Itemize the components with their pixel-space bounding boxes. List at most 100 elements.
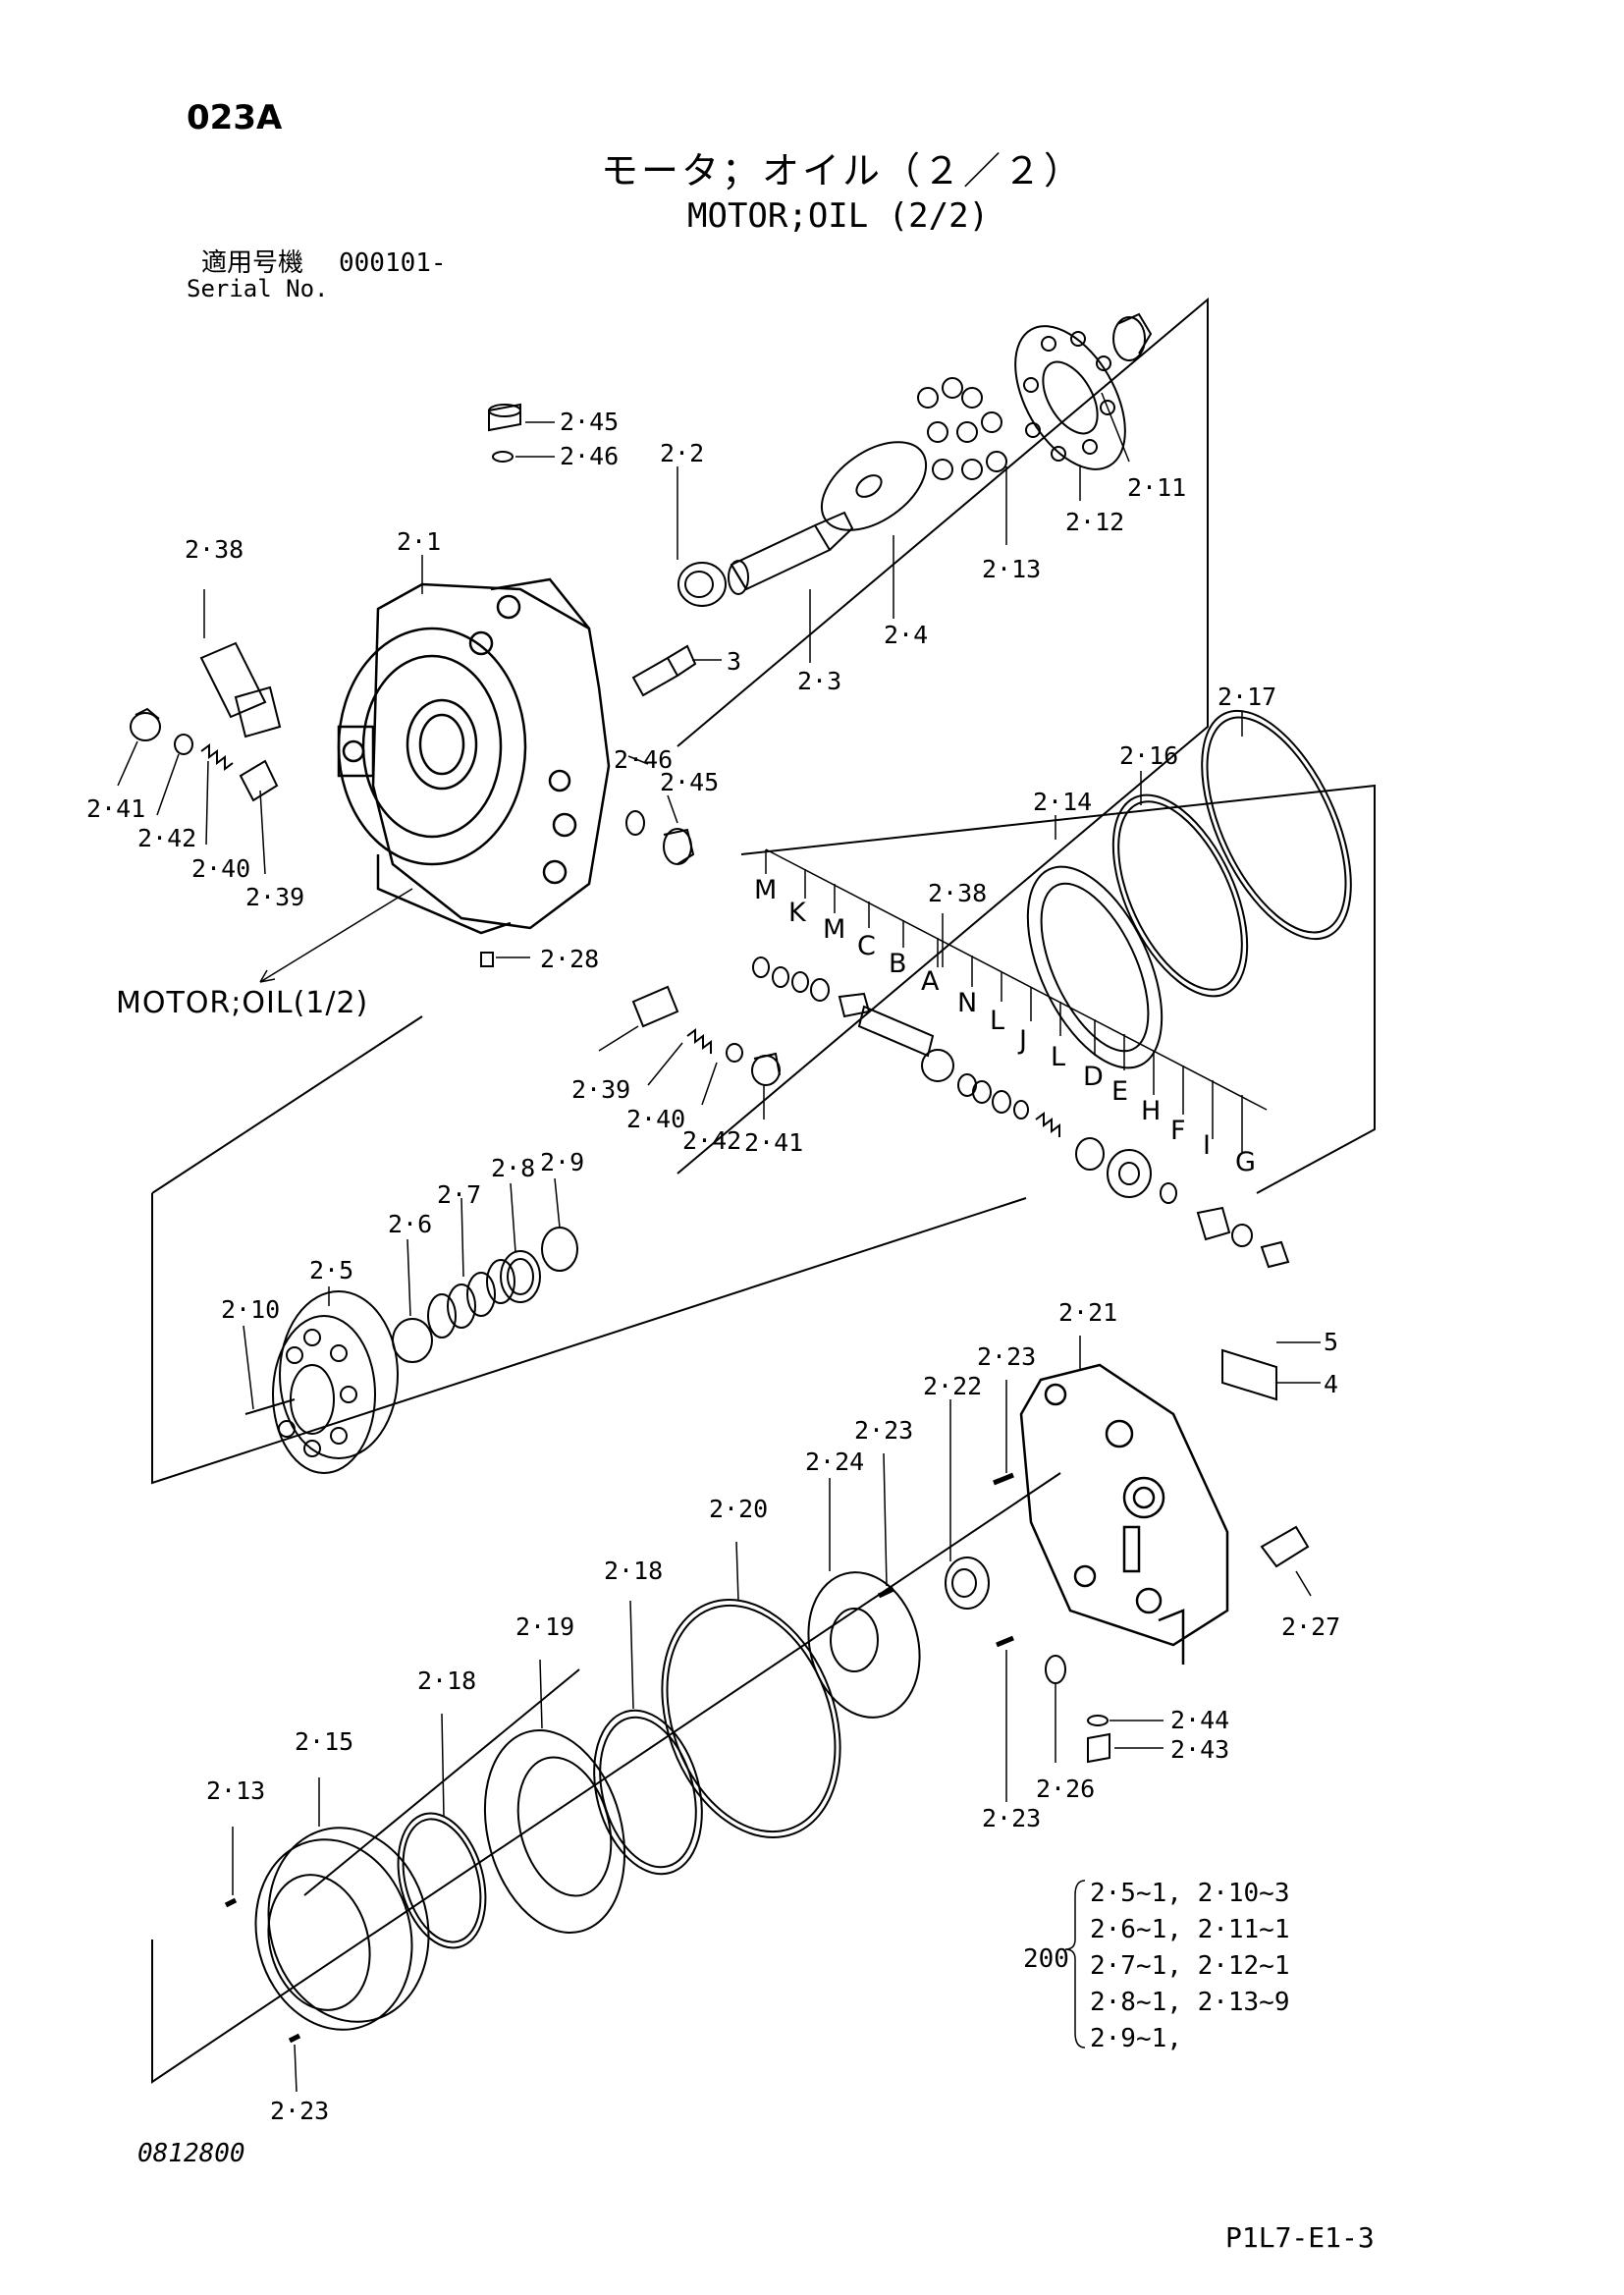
gear-2-5 bbox=[272, 1290, 399, 1474]
part-label: 2·5 bbox=[309, 1256, 353, 1284]
kit-note-bracket bbox=[1064, 1880, 1086, 2049]
kit-note-row: 2·7~1, 2·12~1 bbox=[1090, 1951, 1290, 1981]
part-label: 2·23 bbox=[977, 1342, 1036, 1371]
part-label: 2·16 bbox=[1119, 741, 1178, 770]
part-label: 2·45 bbox=[560, 408, 619, 436]
letter-label: I bbox=[1203, 1130, 1211, 1161]
plug-2-45-top bbox=[488, 403, 521, 432]
part-label: 2·9 bbox=[540, 1148, 584, 1176]
part-label: 2·11 bbox=[1127, 473, 1186, 502]
part-label: 2·18 bbox=[417, 1667, 476, 1695]
oring-2-42-mid bbox=[726, 1043, 743, 1063]
valve-plate bbox=[1014, 325, 1126, 470]
plug-2-41-mid bbox=[751, 1052, 781, 1086]
letter-label: B bbox=[889, 949, 907, 979]
letter-label: L bbox=[990, 1006, 1004, 1036]
letter-labels: M K M C B A N L J L D E H F I G bbox=[754, 875, 1256, 1177]
ring-2-16 bbox=[1111, 793, 1249, 998]
part-label: 2·26 bbox=[1036, 1775, 1095, 1803]
plug-2-45-mid bbox=[663, 828, 695, 865]
spring-2-40-left bbox=[200, 743, 234, 771]
letter-label: G bbox=[1235, 1147, 1256, 1177]
part-label: 2·10 bbox=[221, 1295, 280, 1324]
letter-label: J bbox=[1017, 1025, 1027, 1056]
part-label: 2·2 bbox=[660, 439, 704, 467]
valve-stack bbox=[752, 956, 1290, 1269]
page-code: 023A bbox=[187, 98, 283, 137]
spring-2-40-mid bbox=[686, 1028, 712, 1054]
part-label: 2·45 bbox=[660, 768, 719, 796]
part-number-labels: 2·45 2·46 2·2 2·11 2·12 2·13 2·38 2·1 3 … bbox=[86, 408, 1340, 2125]
part-label: 2·40 bbox=[191, 854, 250, 883]
part-label: 2·38 bbox=[185, 535, 244, 564]
bearing-2-22 bbox=[945, 1557, 990, 1610]
assembly-box-lower bbox=[151, 1472, 1061, 2084]
part-label: 2·24 bbox=[805, 1448, 864, 1476]
part-label: 2·23 bbox=[854, 1416, 913, 1445]
part-label: 2·4 bbox=[884, 621, 928, 649]
part-label: 2·1 bbox=[397, 527, 441, 556]
valve-2-39-mid bbox=[631, 985, 679, 1028]
swash-plate bbox=[820, 441, 928, 531]
ring-2-20 bbox=[661, 1598, 841, 1839]
spring-2-7 bbox=[427, 1259, 515, 1339]
piston-2-15 bbox=[254, 1827, 430, 2031]
part-label: 2·41 bbox=[86, 794, 145, 823]
bearing bbox=[677, 562, 727, 607]
kit-note-prefix: 200 bbox=[1023, 1944, 1069, 1974]
ring-2-6 bbox=[392, 1318, 433, 1363]
part-label: 2·7 bbox=[437, 1180, 481, 1209]
serial-value: 000101- bbox=[339, 248, 447, 278]
drive-shaft bbox=[728, 511, 854, 595]
valve-2-39-left bbox=[239, 759, 279, 802]
kit-note-row: 2·8~1, 2·13~9 bbox=[1090, 1988, 1290, 2017]
part-label: 2·18 bbox=[604, 1557, 663, 1585]
ring-2-18-low bbox=[397, 1812, 487, 1949]
motor-housing bbox=[337, 577, 611, 935]
letter-label: K bbox=[788, 898, 807, 928]
letter-label: F bbox=[1170, 1116, 1186, 1146]
plate-2-19 bbox=[483, 1729, 626, 1934]
oring-2-42-left bbox=[174, 734, 193, 755]
letter-ticks bbox=[765, 848, 1268, 1154]
title-japanese: モータ；オイル（２／２） bbox=[601, 149, 1085, 192]
pins bbox=[224, 1472, 1014, 2044]
letter-label: N bbox=[957, 988, 977, 1018]
plug-2-26 bbox=[1045, 1655, 1066, 1684]
pin-2-10 bbox=[244, 1398, 296, 1415]
letter-label: E bbox=[1111, 1076, 1128, 1107]
plug-2-41-left bbox=[130, 707, 161, 741]
part-label: 2·42 bbox=[137, 824, 196, 852]
part-label: 2·38 bbox=[928, 879, 987, 907]
kit-note-row: 2·5~1, 2·10~3 bbox=[1090, 1879, 1290, 1908]
part-label: 2·46 bbox=[560, 442, 619, 470]
part-label: 2·15 bbox=[295, 1727, 353, 1756]
part-label: 2·3 bbox=[797, 667, 841, 695]
oring-2-46-top bbox=[492, 451, 514, 463]
part-label: 4 bbox=[1324, 1370, 1338, 1398]
letter-label: D bbox=[1083, 1062, 1104, 1092]
valve-2-38-left bbox=[199, 641, 282, 738]
part-label: 2·44 bbox=[1170, 1706, 1229, 1734]
cover-2-21 bbox=[1019, 1363, 1229, 1665]
letter-label: H bbox=[1141, 1096, 1161, 1126]
letter-label: M bbox=[823, 914, 845, 945]
ring-2-14 bbox=[1026, 865, 1164, 1069]
part-label: 2·20 bbox=[709, 1495, 768, 1523]
assembly-box-middle bbox=[151, 1193, 1027, 1485]
letter-label: C bbox=[857, 931, 876, 961]
part-label: 2·21 bbox=[1058, 1298, 1117, 1327]
part-label: 2·42 bbox=[682, 1126, 741, 1155]
plate-2-24 bbox=[807, 1571, 921, 1719]
letter-label: M bbox=[754, 875, 777, 905]
part-label: 2·19 bbox=[515, 1612, 574, 1641]
part-label: 2·22 bbox=[923, 1372, 982, 1400]
plug-2-44 bbox=[1087, 1715, 1109, 1726]
part-label: 3 bbox=[727, 647, 741, 676]
name-plate bbox=[1221, 1348, 1277, 1401]
assembly-box-upper bbox=[677, 297, 1209, 1175]
part-label: 2·8 bbox=[491, 1154, 535, 1182]
serial-label-english: Serial No. bbox=[187, 275, 329, 302]
